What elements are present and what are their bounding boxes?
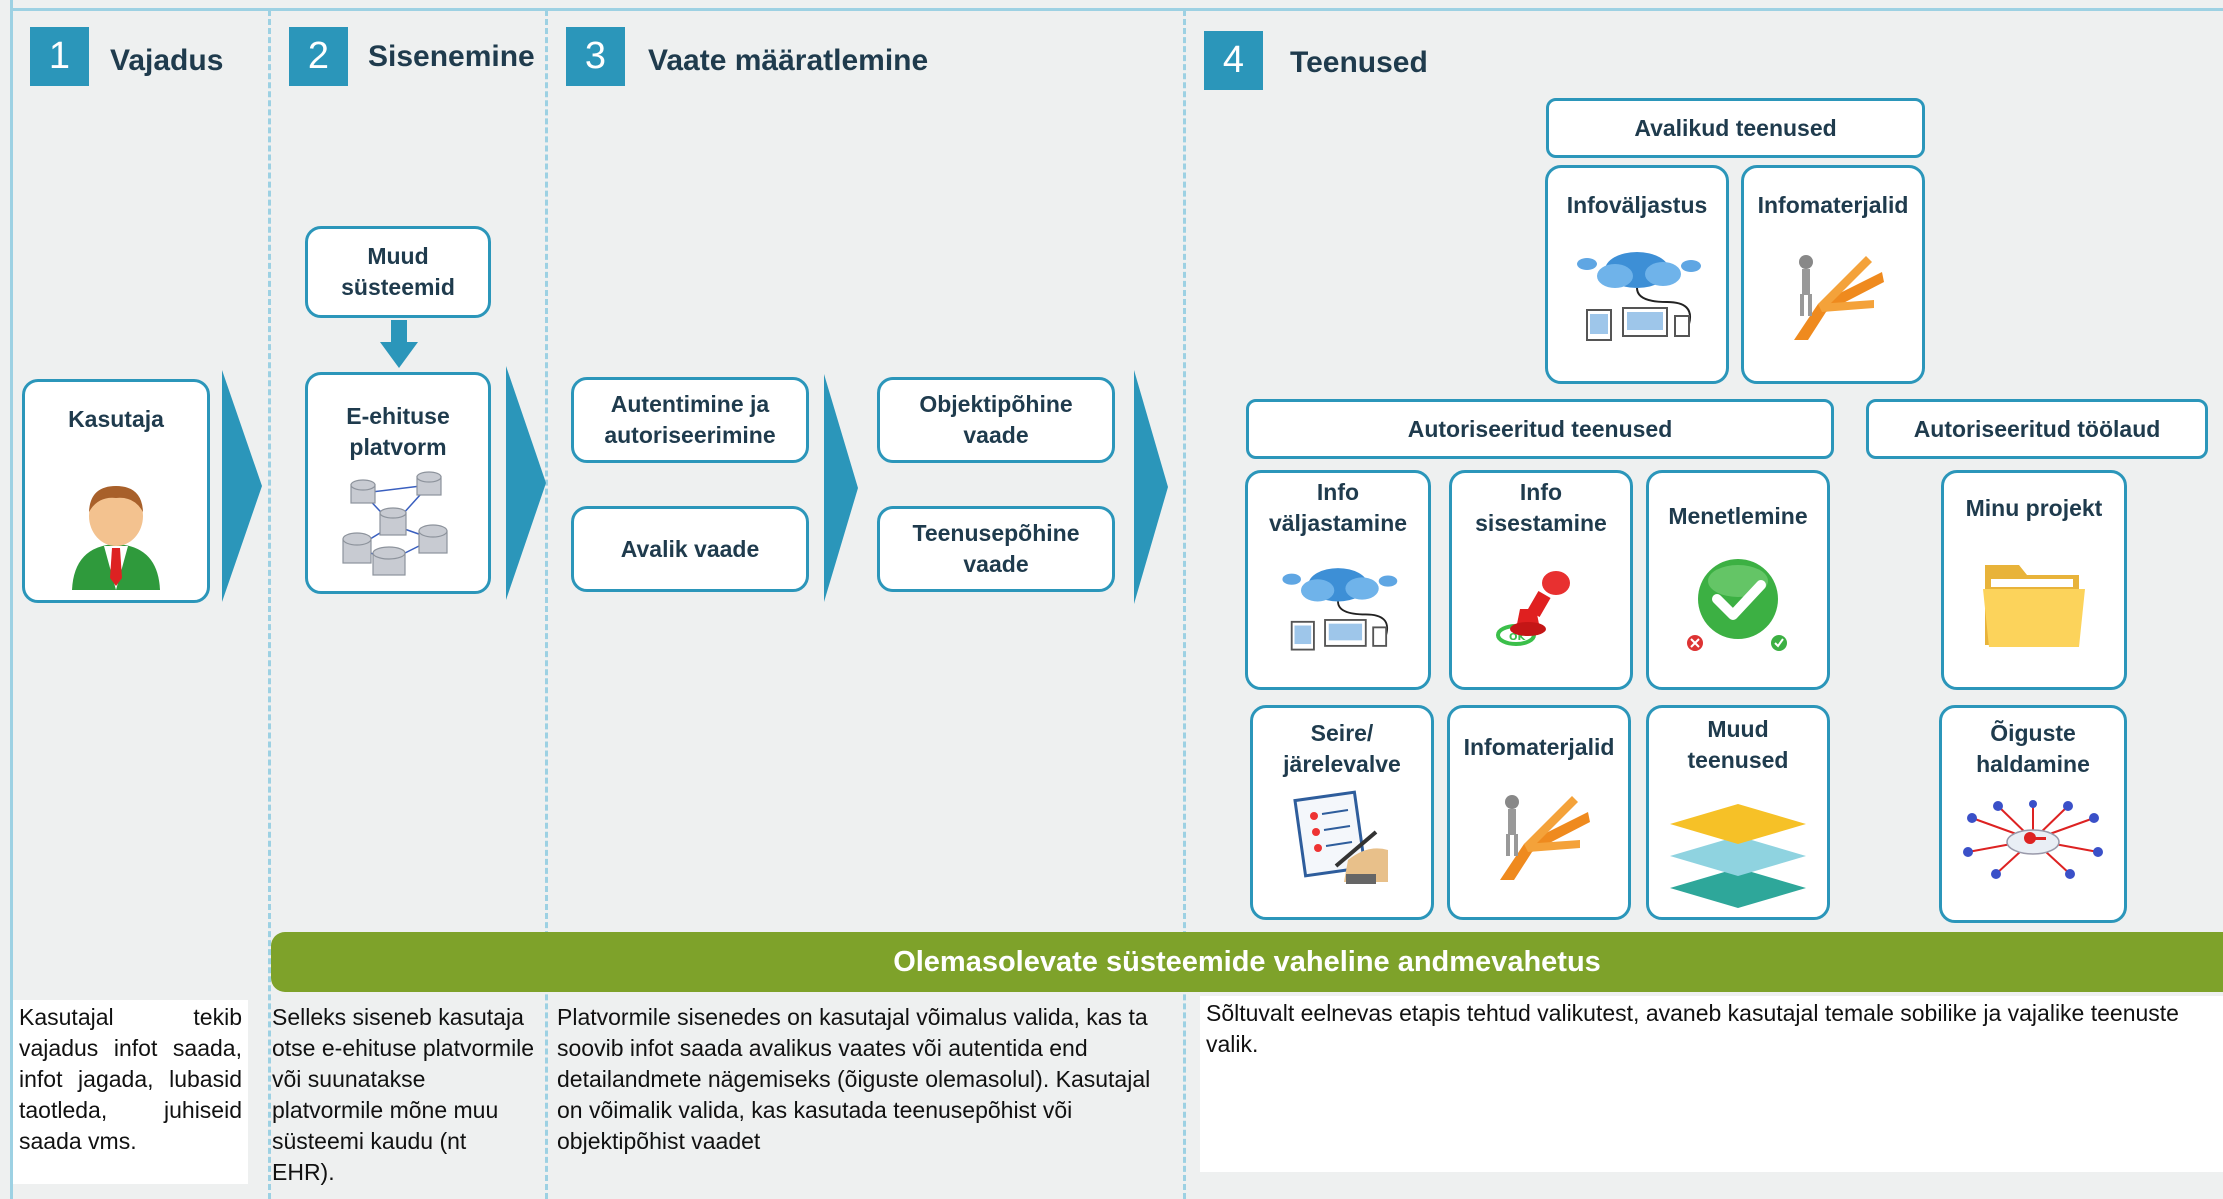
rights-management-tile[interactable]: Õiguste haldamine <box>1939 705 2127 923</box>
step-1-number: 1 <box>30 27 89 86</box>
stage-divider-3 <box>1183 10 1186 1199</box>
monitoring-tile[interactable]: Seire/ järelevalve <box>1250 705 1434 920</box>
authorized-services-header-label: Autoriseeritud teenused <box>1407 415 1673 442</box>
public-view-label: Avalik vaade <box>620 535 760 562</box>
other-systems-label: Muud süsteemid <box>341 243 455 300</box>
service-view-label: Teenusepõhine vaade <box>912 520 1080 577</box>
description-stage-2: Selleks siseneb kasutaja otse e-ehituse … <box>272 1004 535 1185</box>
rights-management-label: Õiguste haldamine <box>1976 720 2090 777</box>
info-materials-label: Infomaterjalid <box>1463 734 1615 760</box>
data-exchange-banner: Olemasolevate süsteemide vaheline andmev… <box>271 932 2223 992</box>
other-services-label: Muud teenused <box>1687 716 1789 773</box>
top-border <box>12 8 2223 11</box>
processing-tile[interactable]: Menetlemine <box>1646 470 1830 690</box>
svg-text:OK: OK <box>1509 632 1527 643</box>
platform-box[interactable]: E-ehituse platvorm <box>305 372 491 594</box>
service-view-box[interactable]: Teenusepõhine vaade <box>877 506 1115 592</box>
stage-divider-1 <box>268 10 271 1199</box>
public-info-materials-tile[interactable]: Infomaterjalid <box>1741 165 1925 384</box>
auth-box[interactable]: Autentimine ja autoriseerimine <box>571 377 809 463</box>
step-1-title: Vajadus <box>110 44 224 77</box>
database-network-icon <box>342 471 448 576</box>
arrow-chevron-3 <box>824 374 858 602</box>
step-4-title: Teenused <box>1290 46 1428 79</box>
user-box-label: Kasutaja <box>68 406 164 432</box>
step-2-title: Sisenemine <box>368 40 535 73</box>
info-output-tile[interactable]: Info väljastamine <box>1245 470 1431 690</box>
platform-label: E-ehituse platvorm <box>346 403 450 460</box>
other-systems-box[interactable]: Muud süsteemid <box>305 226 491 318</box>
public-info-output-label: Infoväljastus <box>1566 192 1708 218</box>
cloud-devices-icon <box>1577 252 1701 341</box>
my-project-label: Minu projekt <box>1965 495 2103 521</box>
info-materials-tile[interactable]: Infomaterjalid <box>1447 705 1631 920</box>
authorized-dashboard-header: Autoriseeritud töölaud <box>1866 399 2208 459</box>
step-3-title: Vaate määratlemine <box>648 44 929 77</box>
clipboard-checklist-icon <box>1292 790 1392 886</box>
public-info-output-tile[interactable]: Infoväljastus <box>1545 165 1729 384</box>
description-stage-1: Kasutajal tekib vajadus infot saada, inf… <box>13 1000 248 1184</box>
folder-icon <box>1983 565 2085 647</box>
arrow-chevron-1 <box>222 370 262 602</box>
public-services-header-label: Avalikud teenused <box>1634 114 1837 141</box>
info-input-tile[interactable]: Info sisestamine OK <box>1449 470 1633 690</box>
public-view-box[interactable]: Avalik vaade <box>571 506 809 592</box>
arrow-chevron-2 <box>506 366 546 600</box>
arrow-chevron-4 <box>1134 370 1168 604</box>
step-2-number: 2 <box>289 27 348 86</box>
info-input-label: Info sisestamine <box>1475 479 1607 536</box>
signpost-person-icon <box>1500 795 1590 880</box>
stage-border-left <box>10 0 13 1199</box>
description-stage-4: Sõltuvalt eelnevas etapis tehtud valikut… <box>1200 996 2223 1172</box>
authorized-services-header: Autoriseeritud teenused <box>1246 399 1834 459</box>
signpost-person-icon <box>1794 255 1884 340</box>
processing-label: Menetlemine <box>1668 503 1808 529</box>
cloud-devices-icon <box>1282 568 1398 651</box>
my-project-tile[interactable]: Minu projekt <box>1941 470 2127 690</box>
object-view-box[interactable]: Objektipõhine vaade <box>877 377 1115 463</box>
description-stage-3: Platvormile sisenedes on kasutajal võima… <box>557 1004 1151 1154</box>
monitoring-label: Seire/ järelevalve <box>1283 720 1401 777</box>
user-box[interactable]: Kasutaja <box>22 379 210 603</box>
public-services-header: Avalikud teenused <box>1546 98 1925 158</box>
authorized-dashboard-header-label: Autoriseeritud töölaud <box>1913 415 2161 442</box>
network-key-icon <box>1958 800 2108 880</box>
layers-icon <box>1670 804 1806 908</box>
step-3-number: 3 <box>566 27 625 86</box>
public-info-materials-label: Infomaterjalid <box>1757 192 1909 218</box>
other-services-tile[interactable]: Muud teenused <box>1646 705 1830 920</box>
stage-divider-2 <box>545 10 548 1199</box>
auth-label: Autentimine ja autoriseerimine <box>604 391 776 448</box>
step-4-number: 4 <box>1204 31 1263 90</box>
info-output-label: Info väljastamine <box>1268 479 1408 536</box>
object-view-label: Objektipõhine vaade <box>919 391 1073 448</box>
checkmark-icon <box>1683 551 1793 655</box>
down-arrow-icon <box>380 320 418 368</box>
stamp-icon: OK <box>1476 565 1606 649</box>
user-icon <box>72 486 160 590</box>
